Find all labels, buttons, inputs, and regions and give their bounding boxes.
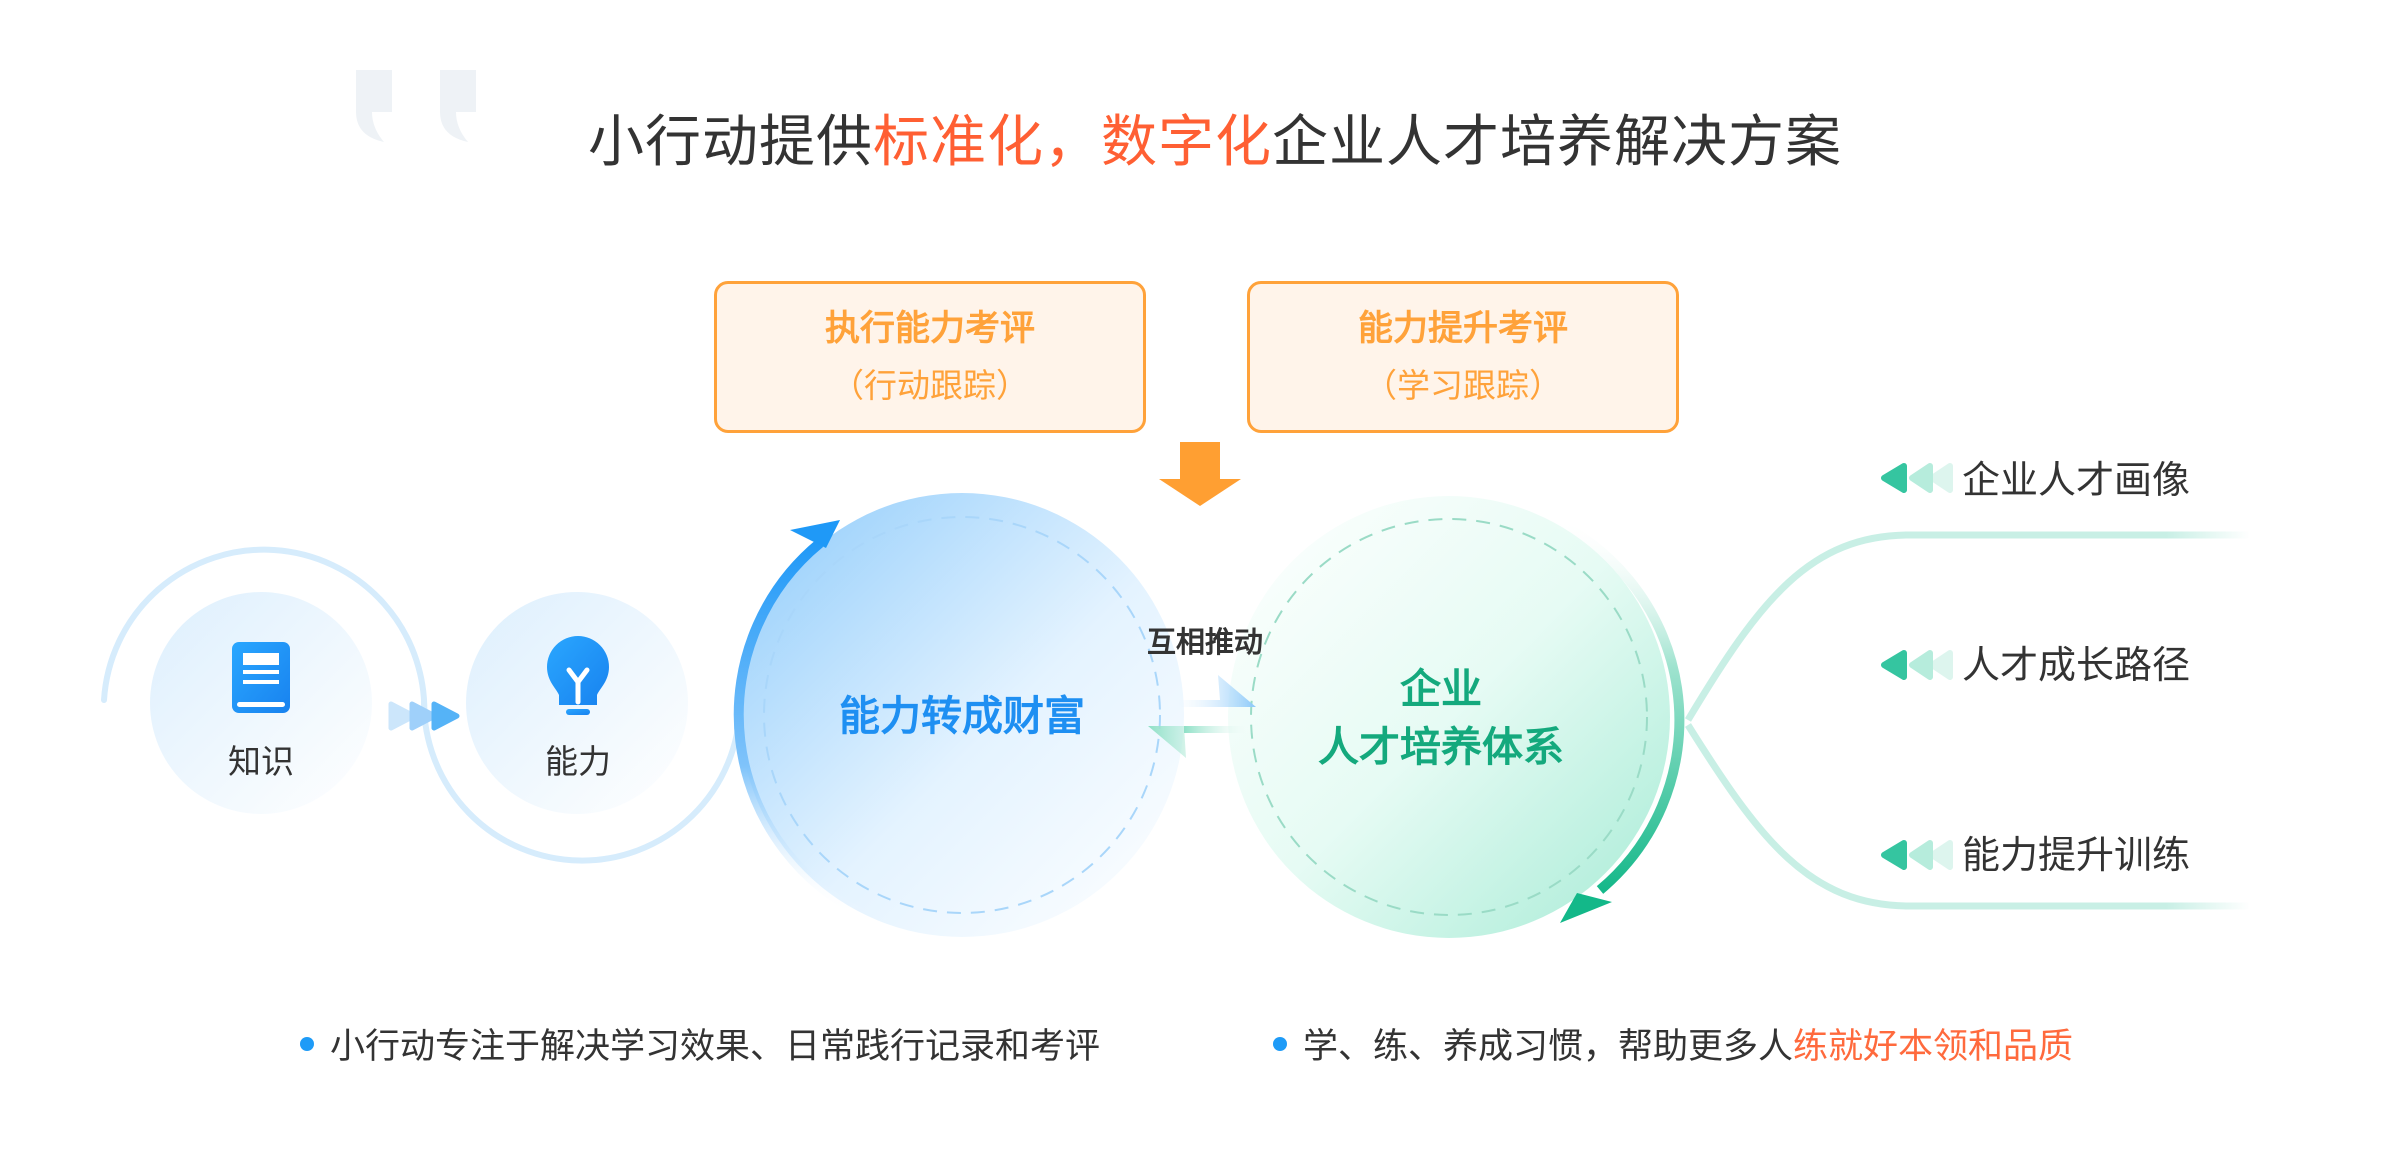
bullet-text: 学、练、养成习惯，帮助更多人 (1303, 1027, 1794, 1067)
green-cycle-arrowhead-icon (1560, 893, 1612, 923)
box-subheading: （学习跟踪） (1364, 366, 1562, 405)
branch-label-ability-training: 能力提升训练 (1962, 833, 2191, 877)
title-prefix: 小行动提供 (588, 110, 873, 175)
quote-mark-icon (356, 70, 476, 142)
triple-arrow-left-icon (1881, 650, 1953, 680)
bullet-dot-icon (1273, 1037, 1287, 1051)
branch-label-growth-path: 人才成长路径 (1962, 643, 2191, 687)
execution-evaluation-box: 执行能力考评 （行动跟踪） (714, 281, 1146, 433)
mutual-push-label: 互相推动 (1146, 625, 1263, 659)
book-icon (232, 642, 290, 713)
ability-label: 能力 (545, 742, 611, 781)
talent-system-line-2: 人才培养体系 (1318, 723, 1564, 771)
bullet-highlight-text: 练就好本领和品质 (1793, 1027, 2074, 1067)
knowledge-label: 知识 (228, 742, 294, 781)
box-subheading: （行动跟踪） (831, 366, 1029, 405)
triple-arrow-left-icon (1881, 840, 1953, 870)
bullet-item: 小行动专注于解决学习效果、日常践行记录和考评 (300, 1024, 1100, 1070)
title-highlight-standardized: 标准化， (873, 110, 1101, 175)
lightbulb-icon (547, 636, 609, 715)
triple-arrow-left-icon (1881, 463, 1953, 493)
mutual-push-arrows-icon (1148, 675, 1256, 758)
blue-cycle-circle (733, 493, 1184, 937)
talent-system-label: 企业 人才培养体系 (1241, 660, 1641, 776)
triple-arrow-right-icon (388, 701, 460, 731)
branch-label-talent-profile: 企业人才画像 (1962, 458, 2191, 502)
talent-system-line-1: 企业 (1400, 665, 1482, 713)
green-cycle-circle (1228, 496, 1685, 938)
bullet-dot-icon (300, 1037, 314, 1051)
down-arrow-icon (1159, 442, 1241, 506)
box-heading: 执行能力考评 (824, 309, 1035, 349)
box-heading: 能力提升考评 (1357, 309, 1568, 349)
bullet-text: 小行动专注于解决学习效果、日常践行记录和考评 (330, 1027, 1101, 1067)
bullet-item: 学、练、养成习惯，帮助更多人练就好本领和品质 (1273, 1024, 2073, 1070)
title-suffix: 企业人才培养解决方案 (1272, 110, 1842, 175)
branch-lines (1684, 531, 2250, 910)
ability-to-wealth-label: 能力转成财富 (839, 692, 1085, 740)
page-title: 小行动提供标准化，数字化企业人才培养解决方案 (0, 108, 2400, 178)
knowledge-ring (101, 546, 743, 864)
title-highlight-digitized: 数字化 (1101, 110, 1272, 175)
ability-evaluation-box: 能力提升考评 （学习跟踪） (1247, 281, 1679, 433)
blue-cycle-arrowhead-icon (790, 520, 840, 548)
